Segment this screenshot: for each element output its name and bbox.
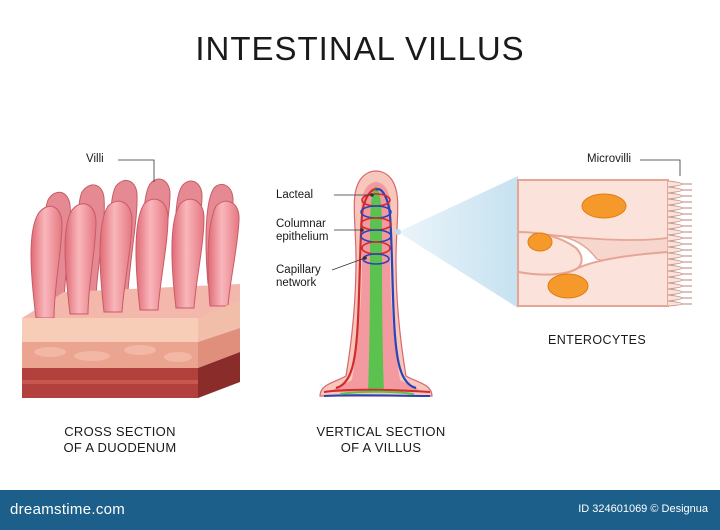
duodenum-cross-section: [22, 159, 240, 398]
label-columnar-epithelium: Columnar epithelium: [276, 218, 329, 243]
image-credit: ID 324601069 © Designua: [578, 503, 708, 515]
watermark-footer: dreamstime.com ID 324601069 © Designua: [0, 490, 720, 530]
diagram-title: INTESTINAL VILLUS: [195, 30, 525, 67]
nucleus: [527, 232, 553, 252]
brand-name: dreamstime.com: [10, 501, 126, 518]
lacteal-vessel: [368, 186, 384, 392]
mucosa-layer: [22, 318, 198, 342]
caption-vertical-section: VERTICAL SECTION OF A VILLUS: [316, 424, 446, 455]
intestinal-villus-diagram: INTESTINAL VILLUS: [22, 30, 692, 455]
label-enterocytes: ENTEROCYTES: [548, 333, 647, 347]
villus-vertical-section: [319, 170, 433, 397]
label-microvilli: Microvilli: [587, 153, 632, 165]
label-capillary-network: Capillary network: [276, 264, 321, 289]
nucleus: [547, 273, 589, 299]
zoom-indicator: [398, 176, 518, 308]
caption-cross-section: CROSS SECTION OF A DUODENUM: [63, 424, 177, 455]
illustration: [22, 159, 692, 398]
label-villi: Villi: [86, 153, 104, 165]
villi-front-row: [30, 198, 240, 319]
nucleus: [581, 193, 627, 219]
enterocytes-detail: [517, 159, 692, 307]
label-lacteal: Lacteal: [276, 189, 314, 201]
